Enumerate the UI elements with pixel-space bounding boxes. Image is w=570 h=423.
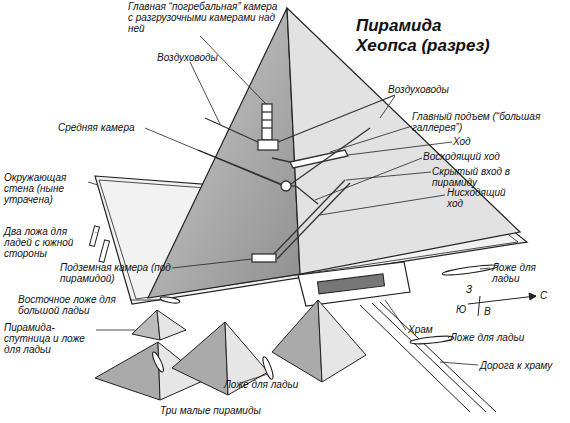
callout-label: Храм xyxy=(408,324,448,335)
temple-court xyxy=(318,274,385,294)
callout-label: Восходящий ход xyxy=(423,151,523,162)
pyramid-face xyxy=(148,8,300,298)
boat-pit xyxy=(261,356,275,381)
causeway xyxy=(360,302,496,412)
callout-label: Главная “погребальная” камера с разгрузо… xyxy=(128,1,278,34)
callout-label: Воздуховоды xyxy=(388,84,458,95)
callout-label: Восточное ложе для большой ладьи xyxy=(18,294,133,316)
callout-label: Ложе для ладьи xyxy=(492,262,562,284)
boat-pit xyxy=(410,335,454,346)
callout-label: Окружающая стена (ныне утрачена) xyxy=(4,172,94,205)
callout-label: Главный подъем (“большая галлерея”) xyxy=(412,111,552,133)
boat-pit xyxy=(160,296,181,304)
compass xyxy=(468,293,536,316)
boat-pit xyxy=(99,240,110,263)
diagram-title: Пирамида Хеопса (разрез) xyxy=(356,16,506,56)
callout-label: Скрытый вход в пирамиду xyxy=(432,166,537,188)
pyramid-section xyxy=(287,8,520,274)
callout-label: Ложе для ладьи xyxy=(224,379,334,390)
callout-label: Средняя камера xyxy=(58,122,148,133)
callout-label: Пирамида-спутница и ложе для ладьи xyxy=(4,322,96,355)
callout-label: Ю xyxy=(456,304,468,315)
callout-label: Дорога к храму xyxy=(480,360,570,371)
boat-pit xyxy=(151,351,166,373)
callout-label: Воздуховоды xyxy=(157,52,227,63)
callout-label: В xyxy=(484,306,496,317)
temple xyxy=(298,262,410,306)
callout-label: Три малые пирамиды xyxy=(160,405,290,416)
callout-label: З xyxy=(466,284,478,295)
small-pyramids xyxy=(95,300,366,400)
leader-lines xyxy=(88,36,490,383)
callout-label: Ложе для ладьи xyxy=(450,332,560,343)
callout-label: Два ложа для ладей с южной стороны xyxy=(4,226,96,259)
callout-label: Подземная камера (под пирамидой) xyxy=(60,262,175,284)
boat-pit xyxy=(442,263,498,277)
callout-label: Нисходящий ход xyxy=(447,187,507,209)
callout-label: Ход xyxy=(453,136,483,147)
boat-pit xyxy=(89,226,99,247)
callout-label: С xyxy=(540,290,552,301)
